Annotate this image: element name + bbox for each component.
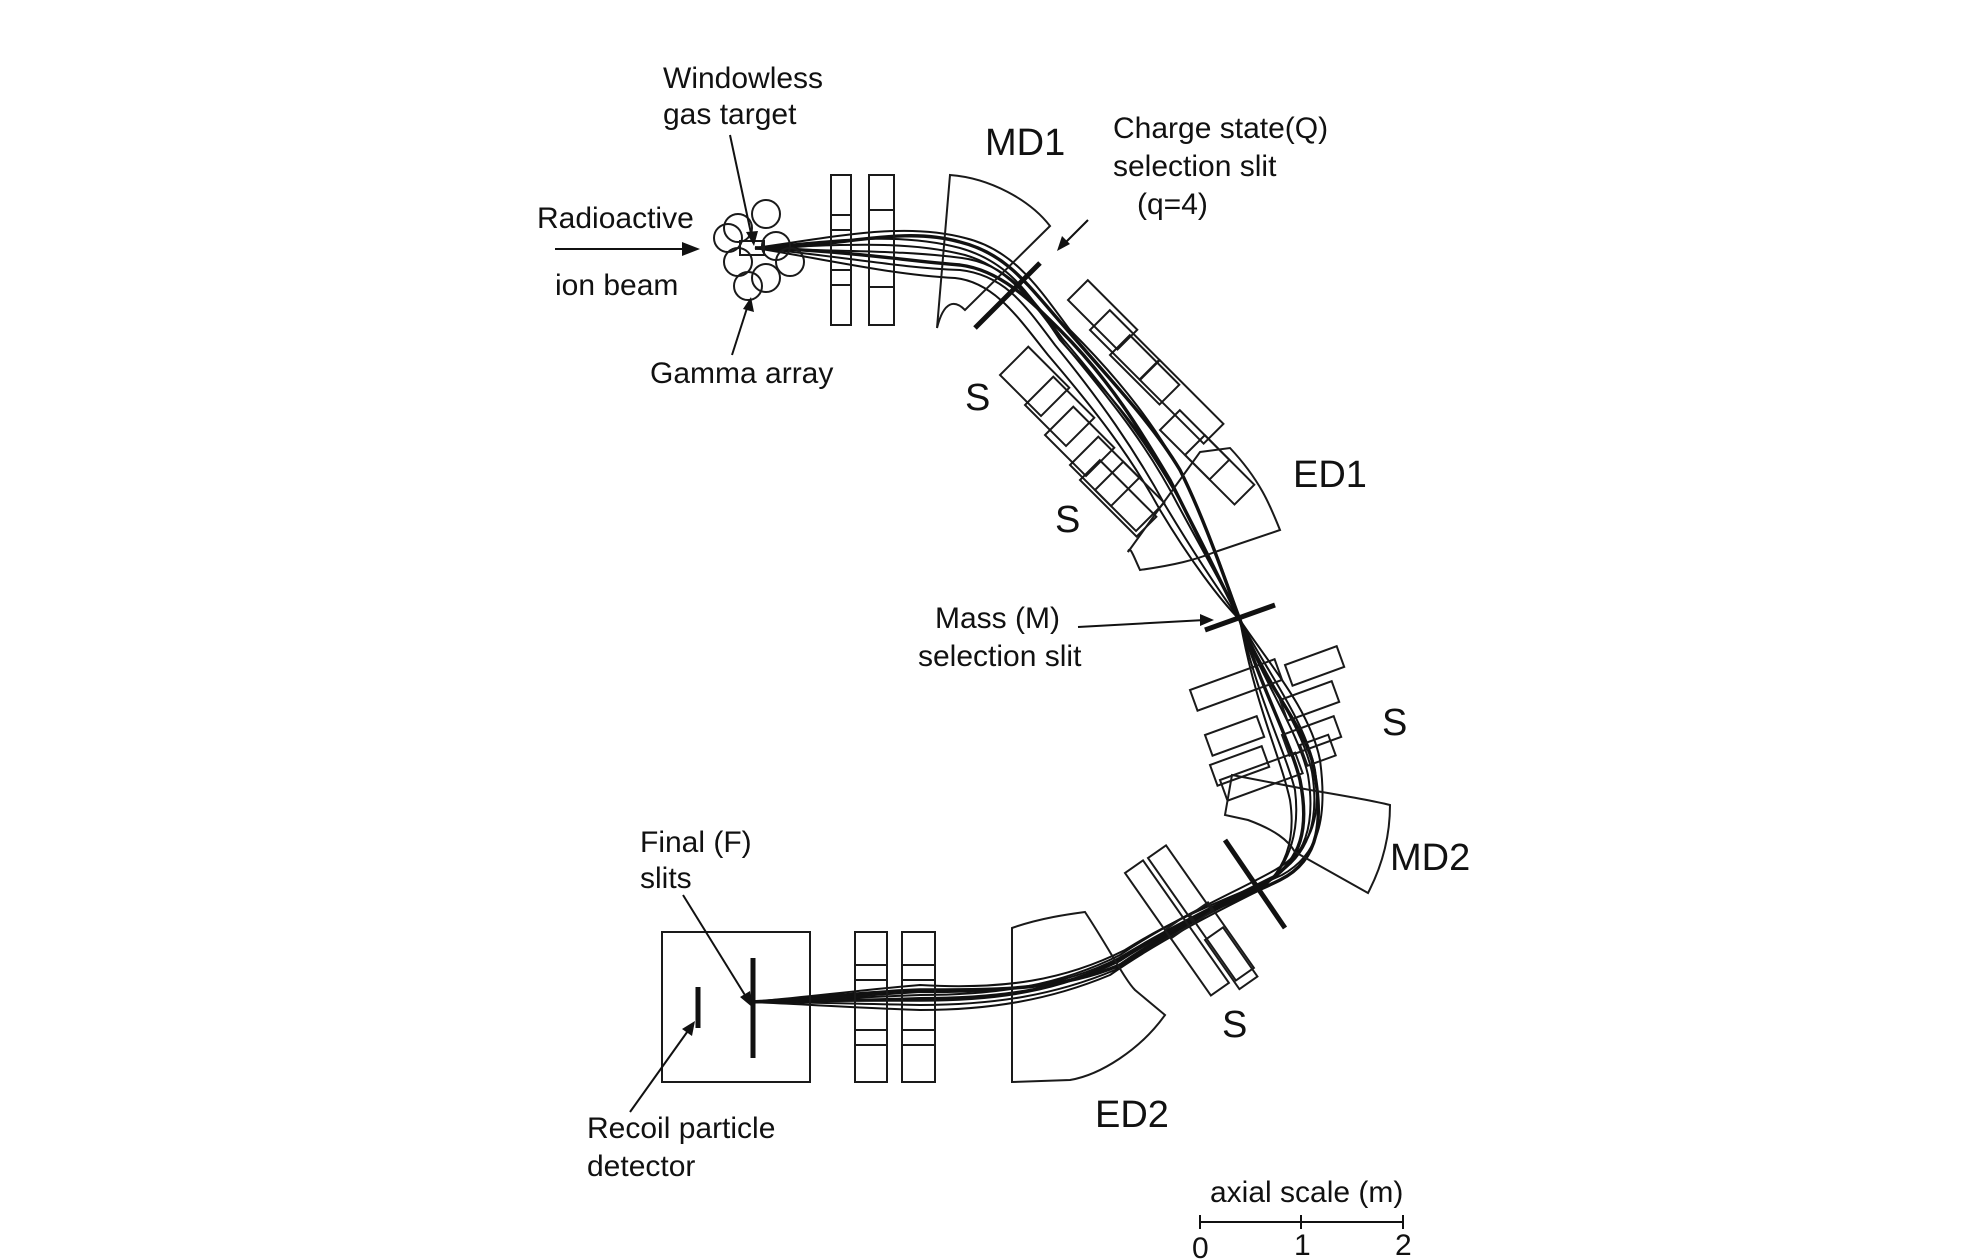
md2-dipole: [1223, 773, 1392, 895]
gamma-array-label: Gamma array: [650, 357, 833, 390]
md1-label: MD1: [985, 122, 1065, 164]
sextupole-label-4: S: [1222, 1004, 1247, 1046]
md2-label: MD2: [1390, 837, 1470, 879]
final-slits-label-line2: slits: [640, 862, 692, 895]
charge-slit-label-line2: selection slit: [1113, 150, 1277, 183]
md1-dipole: [936, 173, 1052, 329]
quadrupole-doublet-1: [830, 174, 895, 326]
mass-slit: [1204, 602, 1276, 633]
sextupole-label-3: S: [1382, 702, 1407, 744]
sextupole-label-2: S: [1055, 499, 1080, 541]
axial-scale-bar: axial scale (m) 0 1 2: [1192, 1176, 1412, 1260]
detector-chamber: [661, 931, 811, 1083]
scale-tick-0: 0: [1192, 1232, 1209, 1260]
scale-title: axial scale (m): [1210, 1176, 1403, 1209]
quadrupole-block-1: [998, 278, 1256, 538]
windowless-label-line2: gas target: [663, 98, 797, 131]
md2-exit-slit: [1222, 838, 1288, 930]
quadrupole-block-2: [1188, 644, 1346, 802]
scale-tick-1: 1: [1294, 1229, 1311, 1260]
ed2-electric-dipole: [1011, 910, 1167, 1084]
annotation-arrows: [629, 134, 1214, 1113]
quadrupole-block-3: [1123, 843, 1259, 997]
gamma-array: [713, 199, 805, 301]
charge-slit-label-line3: (q=4): [1137, 188, 1208, 221]
ion-beam-label: ion beam: [555, 269, 678, 302]
ed2-label: ED2: [1095, 1094, 1169, 1136]
recoil-detector-label-line2: detector: [587, 1150, 695, 1183]
charge-state-slit: [973, 261, 1042, 330]
quadrupole-doublet-2: [854, 931, 936, 1083]
mass-slit-label-line1: Mass (M): [935, 602, 1060, 635]
ed1-label: ED1: [1293, 454, 1367, 496]
ed1-electric-dipole: [1127, 446, 1282, 572]
mass-slit-label-line2: selection slit: [918, 640, 1082, 673]
scale-tick-2: 2: [1395, 1229, 1412, 1260]
radioactive-label: Radioactive: [537, 202, 694, 235]
windowless-label-line1: Windowless: [663, 62, 823, 95]
sextupole-label-1: S: [965, 377, 990, 419]
final-slits-label-line1: Final (F): [640, 826, 752, 859]
recoil-detector-label-line1: Recoil particle: [587, 1112, 775, 1145]
charge-slit-label-line1: Charge state(Q): [1113, 112, 1328, 145]
